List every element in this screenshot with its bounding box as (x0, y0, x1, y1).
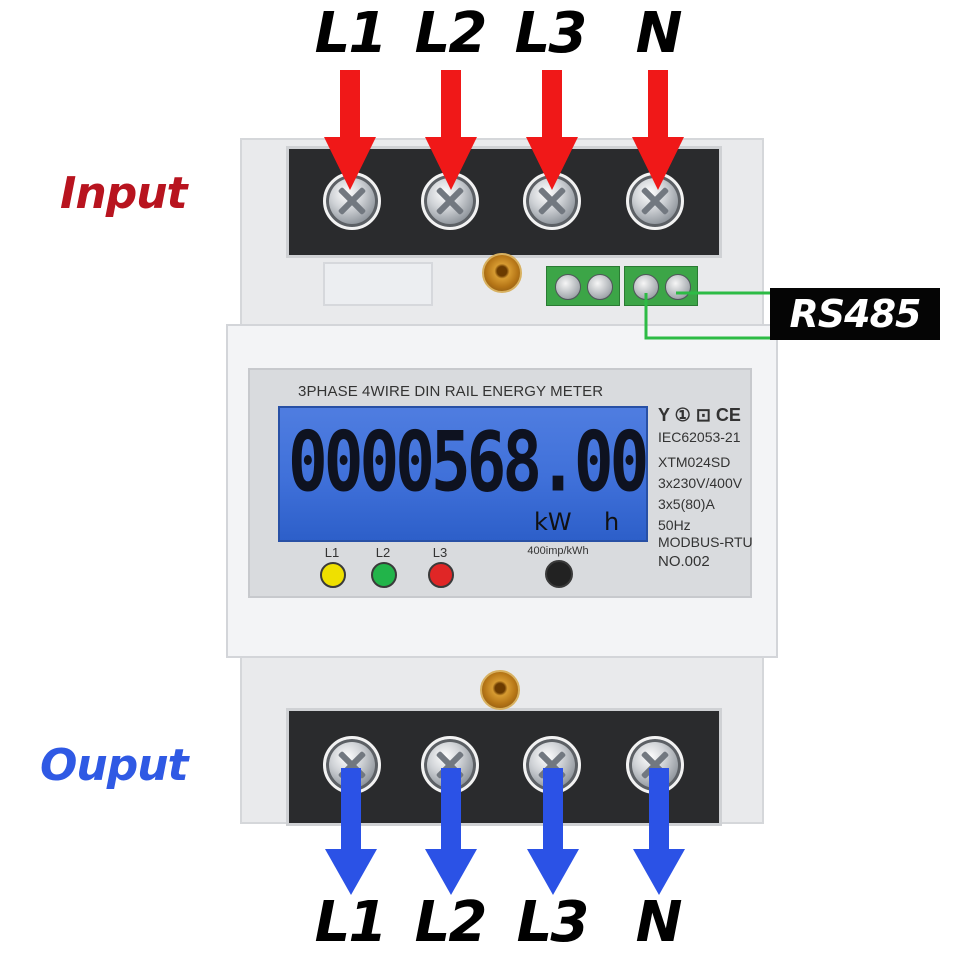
top-brass-screw (482, 253, 522, 293)
meter-reading: 0000568.00 (288, 414, 649, 511)
pulse-led (545, 560, 573, 588)
output-label: Ouput (40, 740, 189, 791)
green-screw-1 (555, 274, 581, 300)
lcd-display: 0000568.00 kW h (278, 406, 649, 542)
bottom-screw-l3 (523, 736, 581, 794)
frequency-text: 50Hz (658, 517, 691, 533)
bottom-screw-l2 (421, 736, 479, 794)
led-label-l2: L2 (375, 545, 391, 560)
bottom-label-l1: L1 (314, 890, 388, 955)
top-screw-l1 (323, 172, 381, 230)
green-screw-4 (665, 274, 691, 300)
bottom-label-n: N (635, 890, 683, 955)
meter-title: 3PHASE 4WIRE DIN RAIL ENERGY METER (298, 383, 604, 400)
protocol-text: MODBUS-RTU (658, 534, 753, 550)
bottom-label-l2: L2 (414, 890, 488, 955)
bottom-screw-n (626, 736, 684, 794)
number-text: NO.002 (658, 553, 710, 570)
top-label-window (323, 262, 433, 306)
voltage-text: 3x230V/400V (658, 475, 743, 491)
current-text: 3x5(80)A (658, 496, 715, 512)
model-text: XTM024SD (658, 454, 731, 470)
bottom-label-l3: L3 (516, 890, 590, 955)
l3-led (428, 562, 454, 588)
bottom-screw-l1 (323, 736, 381, 794)
l1-led (320, 562, 346, 588)
unit-h: h (604, 508, 620, 536)
green-terminal-left (546, 266, 620, 306)
top-screw-l2 (421, 172, 479, 230)
unit-kw: kW (534, 508, 572, 536)
rs485-label: RS485 (770, 288, 940, 340)
l2-led (371, 562, 397, 588)
led-label-l1: L1 (324, 545, 340, 560)
top-label-n: N (635, 1, 683, 66)
green-screw-2 (587, 274, 613, 300)
top-screw-l3 (523, 172, 581, 230)
top-label-l2: L2 (414, 1, 488, 66)
top-label-l3: L3 (514, 1, 588, 66)
top-label-l1: L1 (314, 1, 388, 66)
certification-marks: Y ① ⊡ CE (658, 405, 741, 425)
green-screw-3 (633, 274, 659, 300)
bottom-brass-screw (480, 670, 520, 710)
led-label-l3: L3 (432, 545, 448, 560)
green-terminal-right (624, 266, 698, 306)
pulse-label: 400imp/kWh (527, 545, 589, 557)
input-label: Input (60, 168, 188, 219)
standard-text: IEC62053-21 (658, 429, 741, 445)
top-screw-n (626, 172, 684, 230)
